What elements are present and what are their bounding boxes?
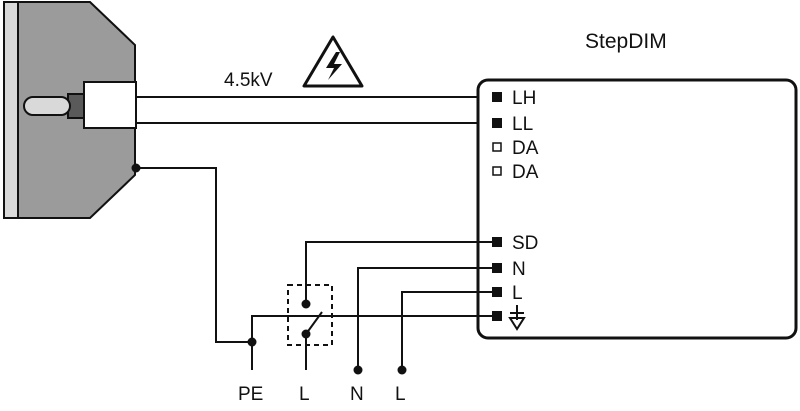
terminal-da-2: DA <box>492 162 539 183</box>
supply-label-pe: PE <box>238 384 263 405</box>
supply-label-l: L <box>299 384 310 405</box>
lamp-leads <box>136 96 492 124</box>
discharge-lamp-reflector-icon <box>3 0 137 219</box>
terminal-n: N <box>492 259 526 280</box>
terminal-ll: LL <box>492 114 533 135</box>
high-voltage-warning-icon <box>302 35 364 88</box>
supply-label-n: N <box>350 384 364 405</box>
wiring <box>136 167 492 370</box>
earth-ground-icon <box>508 305 526 331</box>
terminal-l: L <box>492 283 523 304</box>
switch-box <box>287 284 333 346</box>
terminal-label: LL <box>512 114 533 135</box>
terminal-earth <box>492 311 502 321</box>
terminal-lh: LH <box>492 88 536 109</box>
terminal-label: DA <box>512 162 539 183</box>
stepdim-device-box <box>476 78 798 340</box>
terminal-label: LH <box>512 88 536 109</box>
junction-dots <box>131 163 407 375</box>
supply-label-l2: L <box>395 384 406 405</box>
device-name: StepDIM <box>585 30 667 53</box>
terminal-label: L <box>512 283 523 304</box>
voltage-label: 4.5kV <box>224 70 273 91</box>
terminal-da-1: DA <box>492 138 539 159</box>
terminal-label: SD <box>512 233 538 254</box>
terminal-label: N <box>512 259 526 280</box>
terminal-sd: SD <box>492 233 538 254</box>
terminal-label: DA <box>512 138 539 159</box>
